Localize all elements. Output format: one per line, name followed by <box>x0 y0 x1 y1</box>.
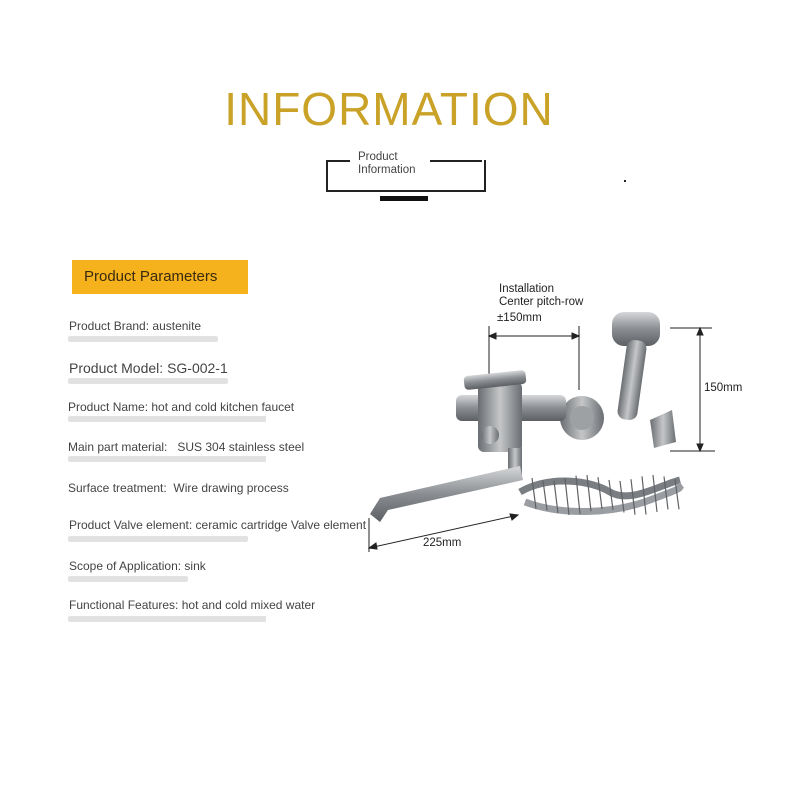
hose-coil-stroke <box>608 479 614 510</box>
hose-coil-stroke <box>641 476 647 515</box>
page-title: INFORMATION <box>224 83 554 135</box>
param-row-brand: Product Brand: austenite <box>69 319 201 333</box>
param-value: ceramic cartridge Valve element <box>195 518 367 532</box>
hose-coil-stroke <box>575 475 581 515</box>
product-parameters-heading: Product Parameters <box>72 260 248 294</box>
param-label: Product Brand: <box>69 319 153 333</box>
hose-coil-stroke <box>553 480 559 514</box>
param-value: austenite <box>152 319 202 333</box>
param-value: hot and cold mixed water <box>181 598 316 612</box>
faded-reflection-rows <box>68 336 266 622</box>
param-label: Main part material: <box>68 440 171 454</box>
wall-flange-inner <box>570 406 594 430</box>
param-row-name: Product Name: hot and cold kitchen fauce… <box>68 400 294 414</box>
subtitle: Product Information <box>358 151 416 177</box>
hose-coil-stroke <box>564 478 570 516</box>
hose-coil-stroke <box>531 477 537 510</box>
param-row-valve: Product Valve element: ceramic cartridge… <box>69 518 366 532</box>
param-row-material: Main part material: SUS 304 stainless st… <box>68 440 304 454</box>
hose-coil-stroke <box>652 474 658 513</box>
hose-coil-stroke <box>619 480 625 513</box>
hose-coil-stroke <box>630 479 636 515</box>
param-value: hot and cold kitchen faucet <box>151 400 295 414</box>
subtitle-frame-top-right <box>430 160 482 162</box>
install-pitch-line-2: Center pitch-row <box>499 296 584 308</box>
spout-length-label: 225mm <box>423 537 462 549</box>
faucet-illustration <box>367 312 715 552</box>
hose-coil-stroke <box>586 475 592 512</box>
param-row-features: Functional Features: hot and cold mixed … <box>69 598 315 612</box>
param-label: Scope of Application: <box>69 559 185 573</box>
install-pitch-line-1: Installation <box>499 283 554 295</box>
swivel-spout <box>370 466 523 522</box>
spout-dimension <box>367 513 520 552</box>
height-label: 150mm <box>704 382 743 394</box>
coiled-hose <box>518 476 685 515</box>
hose-coils <box>531 474 680 516</box>
hose-coil-stroke <box>597 477 603 510</box>
install-pitch-line-3: ±150mm <box>497 312 542 324</box>
height-dimension <box>670 326 715 453</box>
hose-coil-stroke <box>542 480 548 511</box>
install-pitch-label: Installation Center pitch-row ±150mm <box>497 283 584 325</box>
hose-coil-stroke <box>663 476 669 510</box>
subtitle-line-1: Product <box>358 151 398 163</box>
hose-coil-stroke <box>674 479 680 510</box>
subtitle-line-2: Information <box>358 164 416 176</box>
param-value: Wire drawing process <box>173 481 289 495</box>
decorative-dot <box>624 180 626 182</box>
subtitle-underline <box>380 196 428 201</box>
param-row-model: Product Model: SG-002-1 <box>69 360 228 376</box>
param-label: Surface treatment: <box>68 481 171 495</box>
param-row-surface: Surface treatment: Wire drawing process <box>68 481 289 495</box>
param-label: Product Model: <box>69 360 168 376</box>
shower-holder <box>650 410 676 448</box>
subtitle-frame-top-left <box>326 160 350 162</box>
param-label: Functional Features: <box>69 598 182 612</box>
lever-handle <box>463 370 527 390</box>
diverter-knob <box>481 426 499 444</box>
param-label: Product Name: <box>68 400 152 414</box>
param-label: Product Valve element: <box>69 518 196 532</box>
param-value: SG-002-1 <box>167 360 228 376</box>
param-value: SUS 304 stainless steel <box>177 440 305 454</box>
param-row-scope: Scope of Application: sink <box>69 559 206 573</box>
subtitle-frame <box>326 160 486 192</box>
param-value: sink <box>184 559 206 573</box>
hand-shower <box>612 312 676 448</box>
